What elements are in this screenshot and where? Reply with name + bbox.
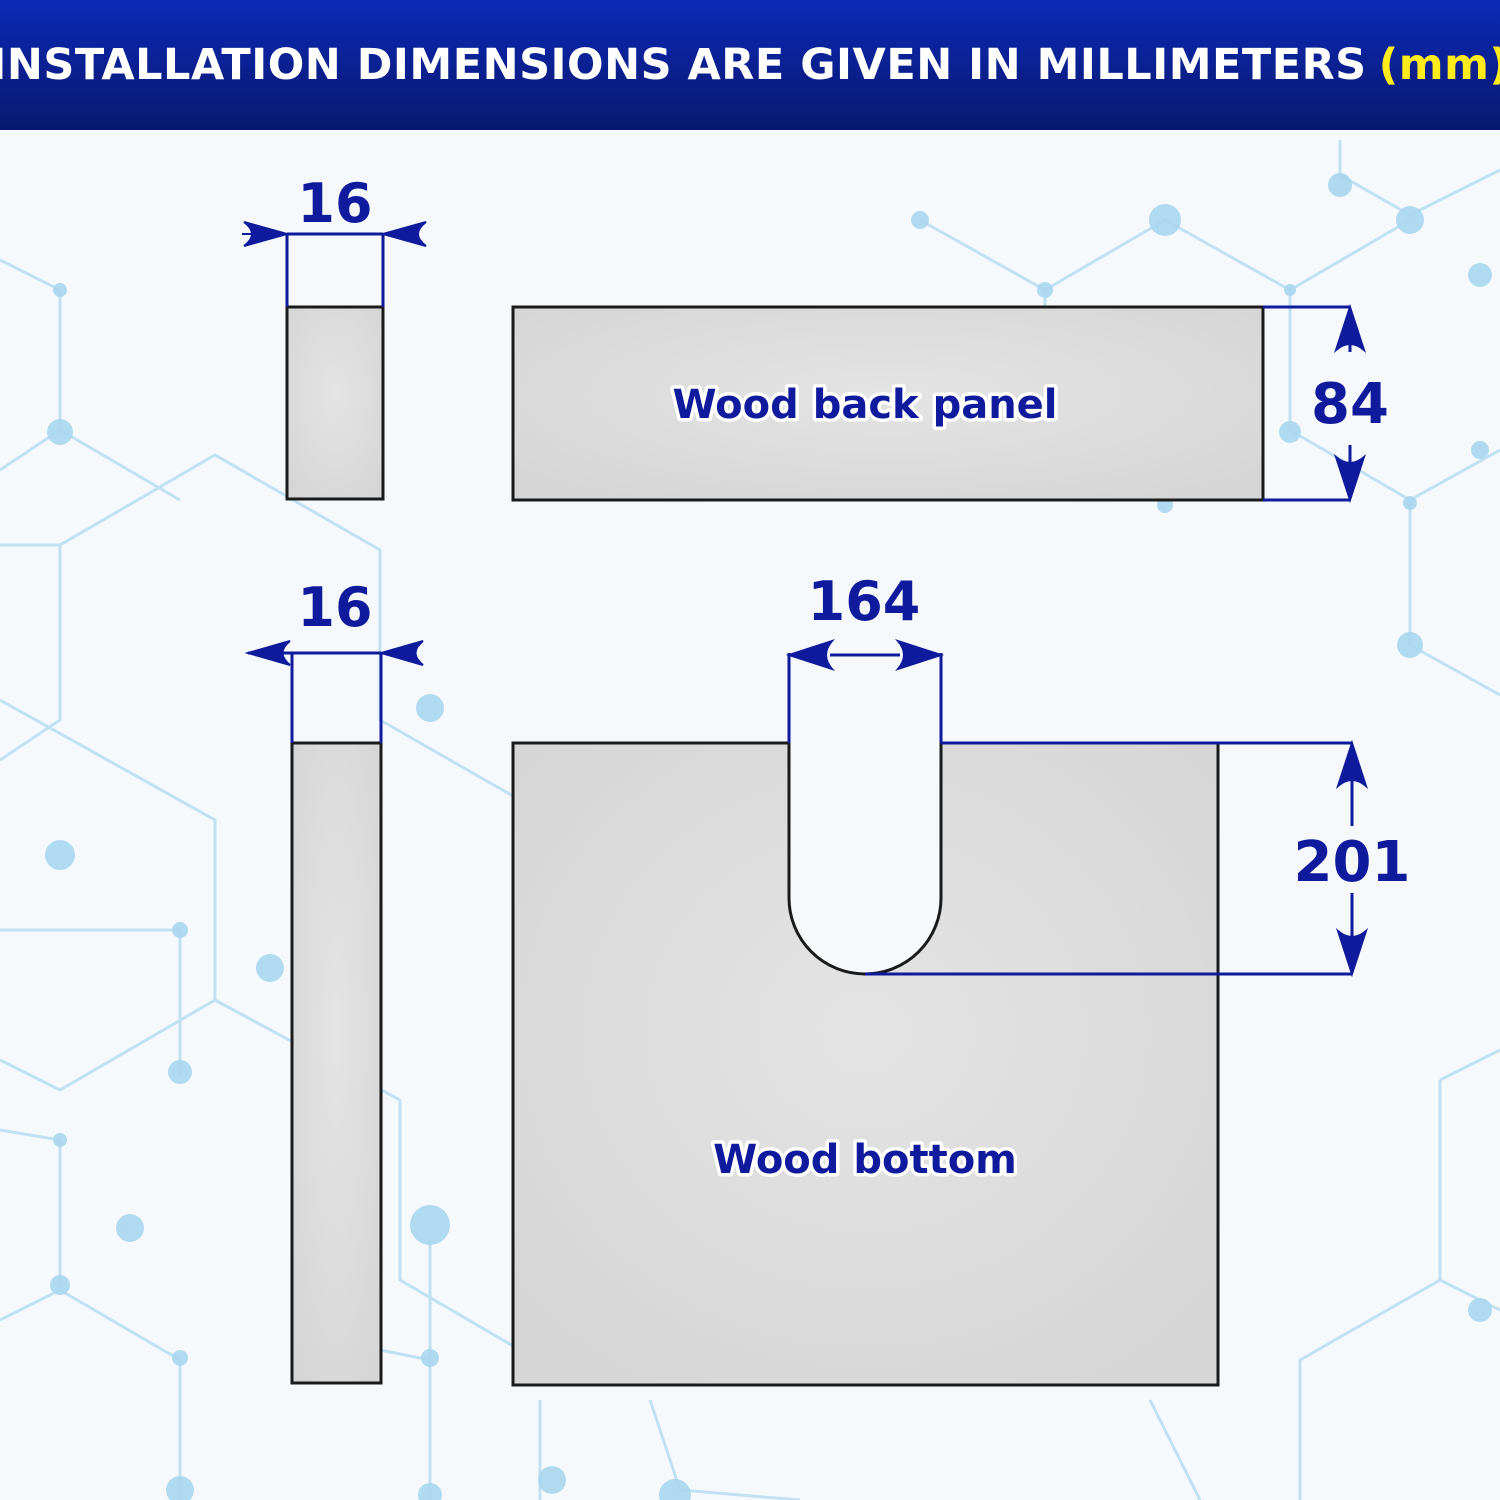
header-unit: (mm) [1378,40,1500,90]
header-banner: INSTALLATION DIMENSIONS ARE GIVEN IN MIL… [0,0,1500,130]
dimension-label-cutout-width: 164 [808,570,921,633]
dimension-cutout-width [785,638,945,743]
back-panel-label: Wood back panel [672,382,1057,428]
bottom-panel-label: Wood bottom [713,1137,1017,1183]
side-panel-top [285,305,385,501]
header-title: INSTALLATION DIMENSIONS ARE GIVEN IN MIL… [0,40,1500,90]
dimension-top-side [242,221,427,307]
header-title-text: INSTALLATION DIMENSIONS ARE GIVEN IN MIL… [0,40,1367,90]
dimension-label-top-side: 16 [297,172,372,235]
dimension-label-cutout-depth: 201 [1294,830,1411,895]
dimension-label-bottom-side: 16 [297,576,372,639]
bottom-panel [511,741,1220,1387]
back-panel [511,305,1265,502]
side-panel-bottom [290,741,383,1385]
dimension-bottom-side [244,640,424,743]
dimension-label-back-panel-height: 84 [1311,372,1389,437]
background-network-nodes [45,173,1492,1500]
dimension-back-panel-height [1263,303,1367,504]
dimension-cutout-depth [865,739,1369,978]
